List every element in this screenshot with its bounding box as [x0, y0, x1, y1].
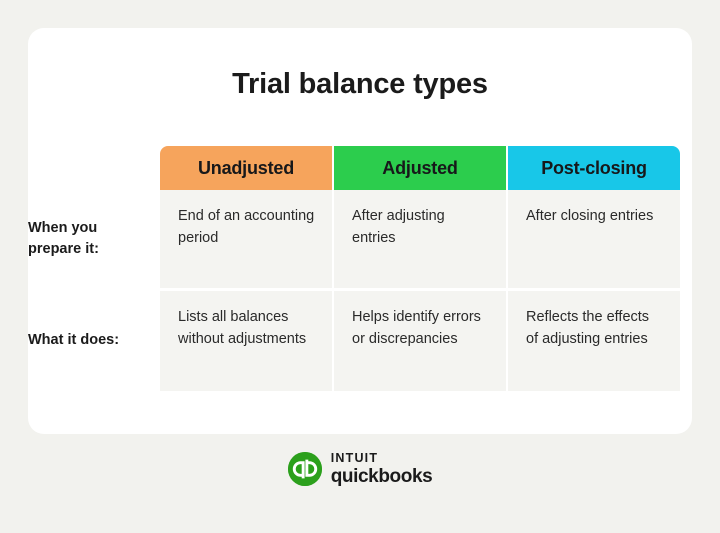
row-label-when-you-prepare-it: When you prepare it:	[28, 190, 158, 288]
row-divider	[28, 288, 680, 291]
quickbooks-logo-icon	[287, 452, 322, 486]
row-label-text: When you prepare it:	[28, 219, 99, 257]
row-label-text: What it does:	[28, 332, 120, 349]
table-cell-prepare-unadjusted: End of an accounting period	[160, 190, 332, 288]
table-cell-prepare-post-closing: After closing entries	[508, 190, 680, 288]
header-corner-blank	[28, 146, 158, 190]
table-cell-prepare-adjusted: After adjusting entries	[334, 190, 506, 288]
wordmark-intuit: INTUIT	[330, 451, 379, 466]
column-header-unadjusted: Unadjusted	[160, 146, 332, 190]
content-card: Trial balance types Unadjusted Adjusted …	[28, 28, 692, 434]
column-header-adjusted: Adjusted	[334, 146, 506, 190]
wordmark-quickbooks: quickbooks	[330, 465, 433, 487]
row-label-what-it-does: What it does:	[28, 291, 158, 391]
table-grid: Unadjusted Adjusted Post-closing When yo…	[28, 146, 692, 391]
table-cell-does-unadjusted: Lists all balances without adjustments	[160, 291, 332, 391]
table-cell-does-post-closing: Reflects the effects of adjusting entrie…	[508, 291, 680, 391]
column-header-post-closing: Post-closing	[508, 146, 680, 190]
quickbooks-wordmark: INTUIT quickbooks	[331, 452, 433, 486]
trial-balance-table: Unadjusted Adjusted Post-closing When yo…	[28, 146, 692, 391]
page-title: Trial balance types	[232, 68, 488, 100]
table-cell-does-adjusted: Helps identify errors or discrepancies	[334, 291, 506, 391]
footer-branding: INTUIT quickbooks	[0, 452, 720, 486]
